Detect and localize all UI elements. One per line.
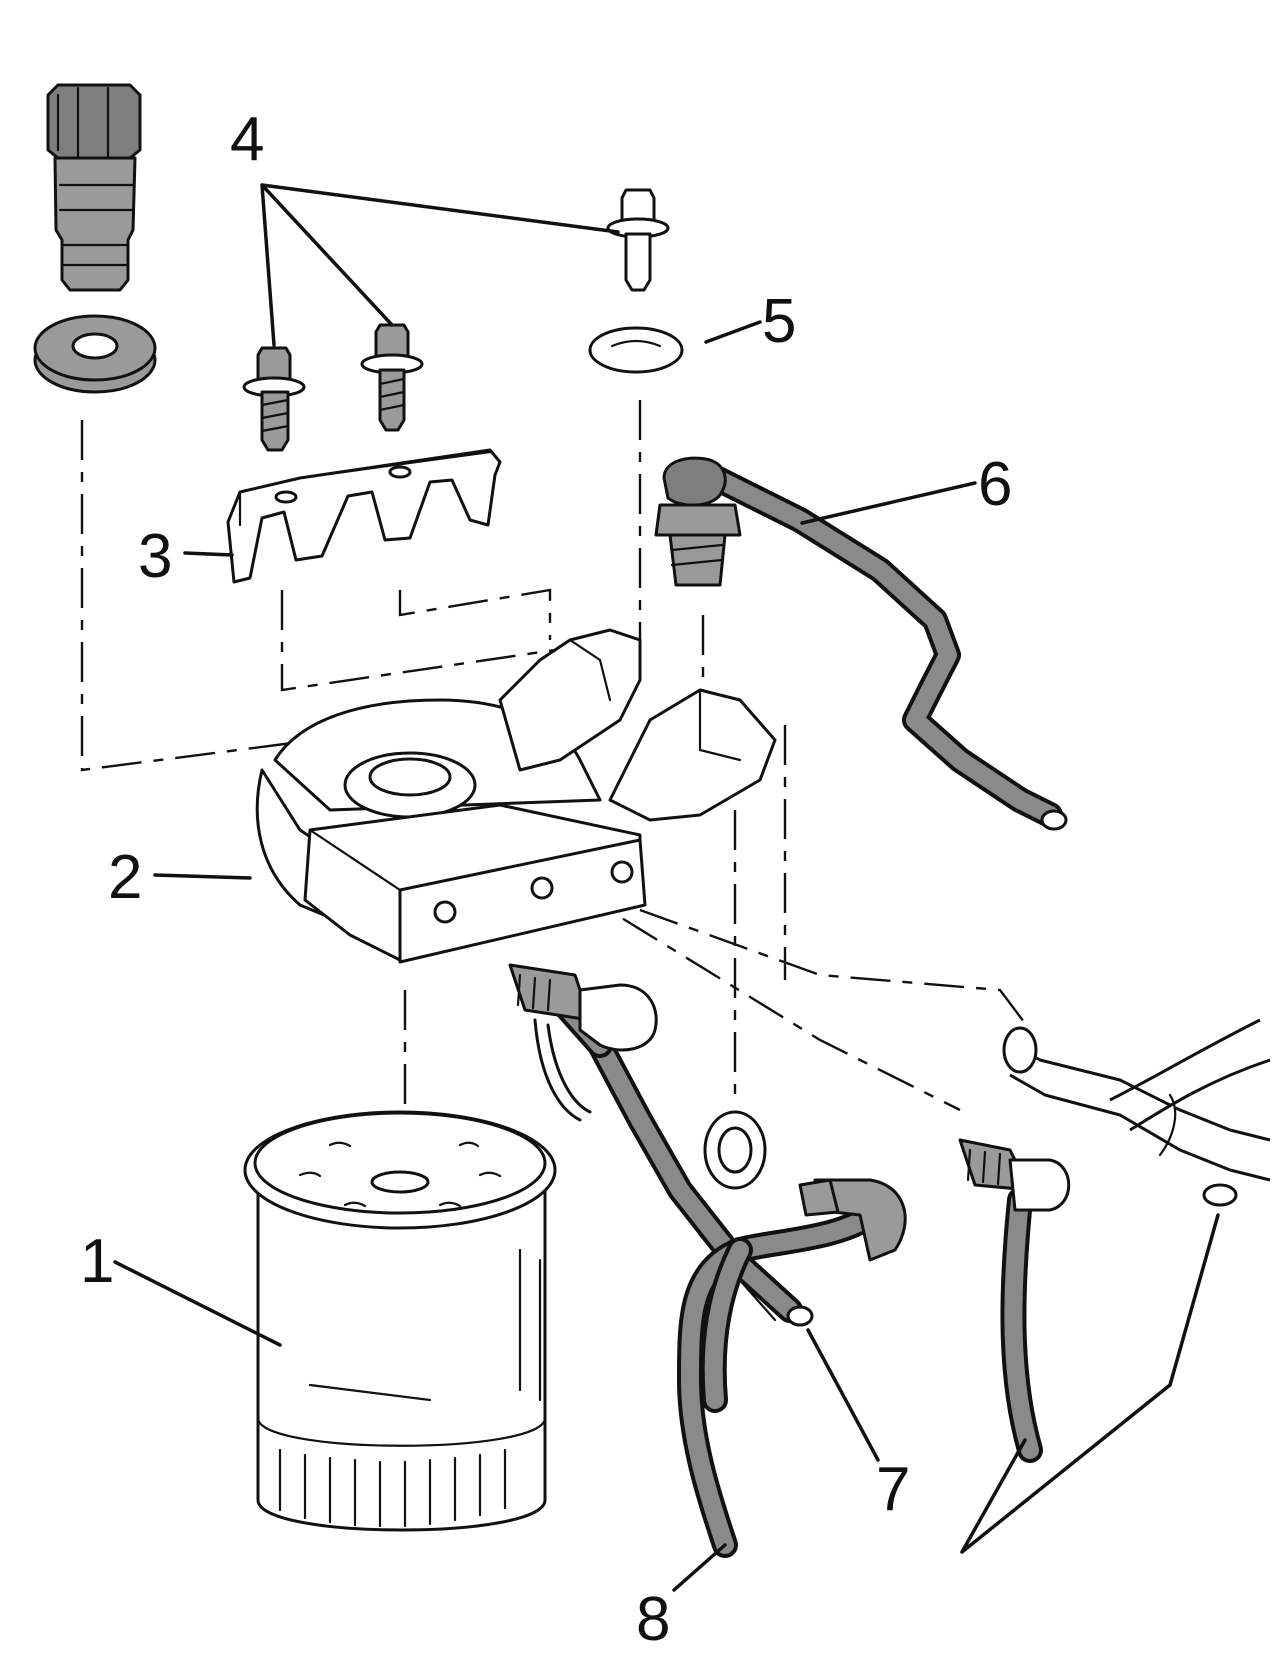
lower-right-pipe-part — [958, 1138, 1071, 1463]
banjo-bolt-part — [46, 83, 142, 292]
filter-housing-part — [255, 628, 777, 964]
callout-labels: 1 2 3 4 5 6 7 8 — [80, 105, 1012, 1654]
feed-hose-part — [677, 1178, 907, 1558]
callout-4: 4 — [230, 105, 264, 174]
bracket-part — [226, 448, 502, 584]
assembly-guide-lines — [80, 400, 1031, 1130]
sealing-washer-part — [33, 314, 157, 394]
plain-washer-part — [588, 326, 684, 374]
oil-filter-part — [243, 1110, 557, 1532]
callout-8: 8 — [636, 1585, 670, 1654]
mounting-bolt — [606, 188, 670, 292]
callout-3: 3 — [138, 522, 172, 591]
callout-2: 2 — [108, 843, 142, 912]
callout-7: 7 — [876, 1455, 910, 1524]
hose-washer-part — [703, 1110, 767, 1190]
callout-1: 1 — [80, 1227, 114, 1296]
oil-pipe-part — [654, 456, 1068, 831]
callout-leaders — [113, 183, 1220, 1592]
return-hose-part — [508, 963, 814, 1327]
pipe-assembly-part — [1002, 1018, 1271, 1207]
callout-5: 5 — [762, 287, 796, 356]
mounting-bolt — [360, 323, 424, 432]
mounting-bolt — [242, 346, 306, 452]
callout-6: 6 — [978, 450, 1012, 519]
